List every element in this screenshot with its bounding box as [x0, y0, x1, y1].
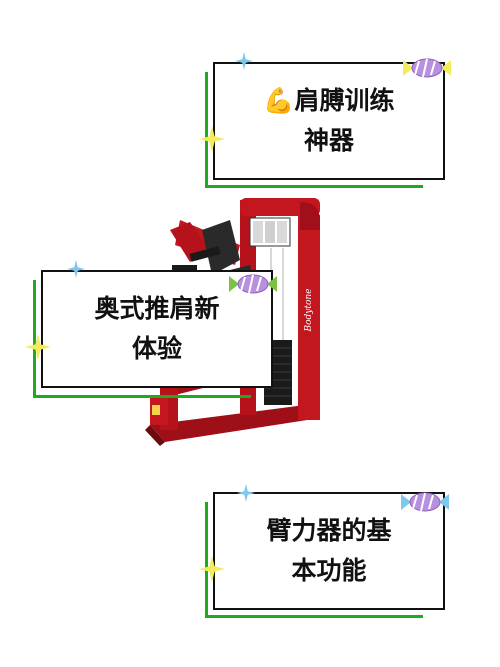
- card-box: 臂力器的基 本功能: [213, 492, 445, 610]
- star-icon: [67, 260, 85, 278]
- card-title-line-2: 本功能: [291, 556, 367, 585]
- card-title-line-1: 💪肩膊训练: [263, 86, 395, 115]
- card-shadow: [205, 72, 423, 188]
- card-olympic-press: 奥式推肩新 体验: [25, 260, 277, 398]
- card-arm-strength-basics: 臂力器的基 本功能: [199, 484, 449, 618]
- candy-icon: [401, 492, 449, 512]
- card-title-line-2: 体验: [131, 334, 182, 363]
- star-icon: [199, 126, 225, 152]
- candy-icon: [229, 274, 277, 294]
- star-icon: [237, 484, 255, 502]
- card-title-line-1: 臂力器的基: [266, 516, 392, 545]
- star-icon: [199, 556, 225, 582]
- card-shoulder-training: 💪肩膊训练 神器: [199, 52, 451, 188]
- star-icon: [25, 334, 51, 360]
- candy-icon: [403, 58, 451, 78]
- card-box: 奥式推肩新 体验: [41, 270, 273, 388]
- card-title-line-1: 奥式推肩新: [94, 294, 220, 323]
- card-title-line-2: 神器: [303, 126, 354, 155]
- card-shadow: [205, 502, 423, 618]
- card-shadow: [33, 280, 251, 398]
- star-icon: [235, 52, 253, 70]
- brand-label: Bodytone: [304, 288, 314, 332]
- card-box: 💪肩膊训练 神器: [213, 62, 445, 180]
